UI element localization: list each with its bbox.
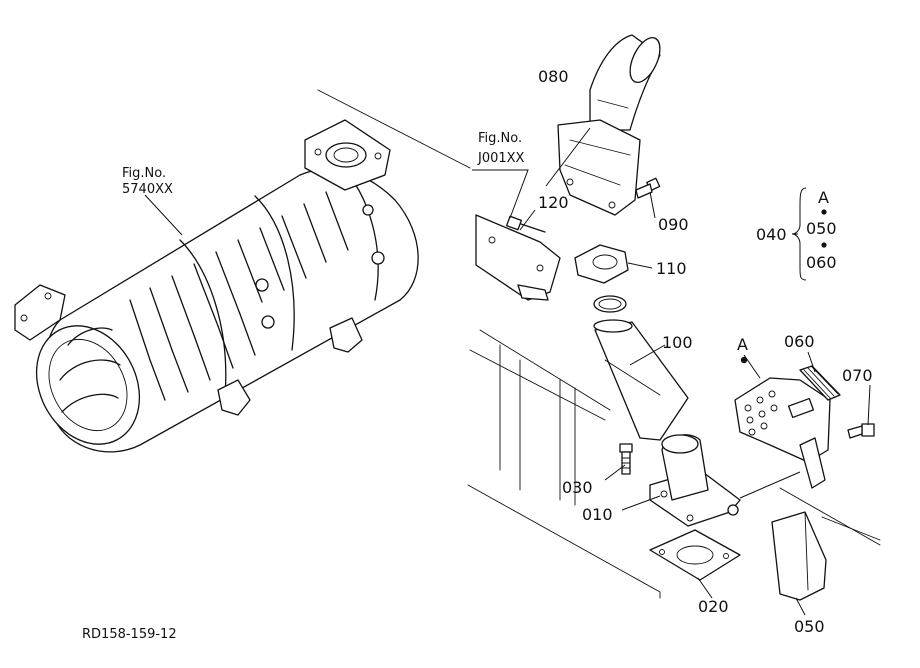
fig-ref-1-line2: 5740XX	[122, 182, 173, 197]
frame-outline	[317, 89, 881, 599]
bracket-120-area	[475, 214, 561, 301]
group-label-060: 060	[806, 253, 837, 272]
insulation-060	[799, 365, 841, 401]
group-dot-060	[821, 242, 827, 248]
group-label-050: 050	[806, 219, 837, 238]
label-010: 010	[582, 505, 613, 524]
cover-050	[771, 511, 827, 601]
callout-a-dot	[740, 356, 748, 364]
fig-ref-2-line1: Fig.No.	[478, 131, 522, 146]
label-080: 080	[538, 67, 569, 86]
label-120: 120	[538, 193, 569, 212]
tapered-pipe-100	[593, 319, 689, 441]
outlet-pipe-010	[649, 434, 741, 527]
fig-ref-2-line2: J001XX	[477, 151, 525, 166]
group-dot-050	[821, 209, 827, 215]
elbow-pipe-080	[557, 34, 661, 216]
leader-lines	[144, 127, 871, 616]
bolt-030	[619, 443, 633, 475]
label-020: 020	[698, 597, 729, 616]
label-090: 090	[658, 215, 689, 234]
group-a-label: A	[818, 188, 829, 207]
label-030: 030	[562, 478, 593, 497]
figure-code: RD158-159-12	[82, 627, 177, 642]
label-110: 110	[656, 259, 687, 278]
label-100: 100	[662, 333, 693, 352]
bracket-a	[734, 377, 831, 489]
muffler-assembly	[14, 119, 419, 453]
clamp-110	[574, 244, 629, 313]
label-070: 070	[842, 366, 873, 385]
group-bracket-040	[791, 187, 807, 281]
label-060: 060	[784, 332, 815, 351]
fig-ref-1-line1: Fig.No.	[122, 166, 166, 181]
bolt-070	[847, 423, 875, 439]
callout-a-bracket: A	[737, 335, 748, 354]
label-050: 050	[794, 617, 825, 636]
gasket-020	[649, 529, 741, 581]
bolt-090	[635, 177, 661, 199]
label-040: 040	[756, 225, 787, 244]
